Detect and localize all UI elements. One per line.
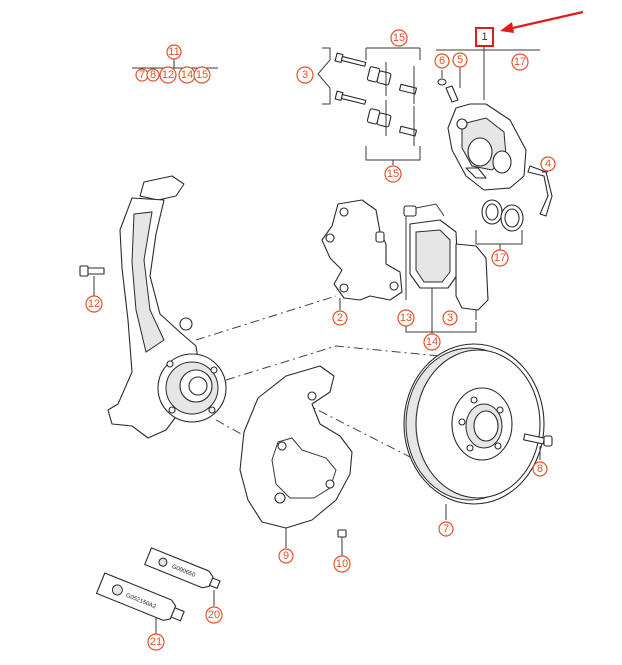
callout-3b: 3 — [442, 310, 458, 326]
svg-text:10: 10 — [336, 558, 348, 570]
svg-text:8: 8 — [537, 463, 543, 475]
callout-14: 14 — [423, 333, 441, 351]
callout-group-member: 14 — [178, 66, 196, 84]
callout-7: 7 — [438, 521, 454, 537]
svg-text:17: 17 — [514, 56, 526, 68]
svg-text:15: 15 — [387, 168, 399, 180]
callout-12: 12 — [85, 295, 103, 313]
svg-text:14: 14 — [426, 336, 438, 348]
callout-group-member: 8 — [146, 68, 160, 82]
svg-text:1: 1 — [481, 31, 487, 43]
callout-17a: 17 — [511, 53, 529, 71]
callout-9: 9 — [278, 548, 294, 564]
callout-15a: 15 — [390, 29, 408, 47]
svg-text:15: 15 — [196, 69, 208, 81]
guide-pin-assembly — [317, 47, 421, 165]
svg-text:8: 8 — [150, 69, 156, 81]
svg-text:12: 12 — [88, 298, 100, 310]
grease-tube-21: G052150A2 — [96, 572, 185, 634]
svg-text:12: 12 — [162, 69, 174, 81]
svg-text:4: 4 — [545, 158, 551, 170]
svg-text:9: 9 — [283, 550, 289, 562]
callout-group-11: 11 — [166, 44, 182, 60]
svg-text:20: 20 — [208, 609, 220, 621]
highlighted-item-1[interactable]: 1 — [475, 27, 494, 47]
callout-13: 13 — [397, 309, 415, 327]
brake-disc — [403, 343, 553, 520]
screw-8 — [523, 433, 553, 460]
callout-group-member: 7 — [135, 68, 149, 82]
callout-group-member: 12 — [159, 66, 177, 84]
callout-6: 6 — [434, 53, 450, 69]
svg-text:3: 3 — [447, 312, 453, 324]
callout-10: 10 — [333, 555, 351, 573]
bolt-12 — [79, 265, 105, 296]
callout-3a: 3 — [296, 66, 314, 84]
callout-4: 4 — [540, 156, 556, 172]
callout-8: 8 — [532, 461, 548, 477]
steering-knuckle — [79, 175, 227, 439]
svg-text:13: 13 — [400, 312, 412, 324]
svg-text:15: 15 — [393, 32, 405, 44]
callout-21: 21 — [147, 633, 165, 651]
caliper-carrier — [321, 199, 403, 310]
callout-15b: 15 — [384, 165, 402, 183]
brake-pads — [403, 203, 489, 342]
grease-tube-20: G000650 — [144, 547, 221, 606]
svg-text:5: 5 — [457, 54, 463, 66]
svg-text:2: 2 — [337, 312, 343, 324]
callout-group-member: 15 — [193, 66, 211, 84]
svg-text:11: 11 — [168, 46, 179, 58]
callout-17b: 17 — [491, 249, 509, 267]
brake-caliper — [437, 66, 553, 252]
pointer-arrow-icon — [500, 10, 584, 33]
svg-text:17: 17 — [494, 252, 506, 264]
callout-5: 5 — [452, 52, 468, 68]
callout-2: 2 — [332, 310, 348, 326]
bolt-10 — [337, 529, 347, 556]
callout-20: 20 — [205, 606, 223, 624]
svg-text:7: 7 — [139, 69, 145, 81]
svg-text:6: 6 — [439, 55, 445, 67]
svg-text:7: 7 — [443, 523, 449, 535]
svg-text:21: 21 — [150, 636, 162, 648]
svg-text:14: 14 — [181, 69, 193, 81]
svg-text:3: 3 — [302, 69, 308, 81]
splash-shield — [239, 365, 353, 556]
